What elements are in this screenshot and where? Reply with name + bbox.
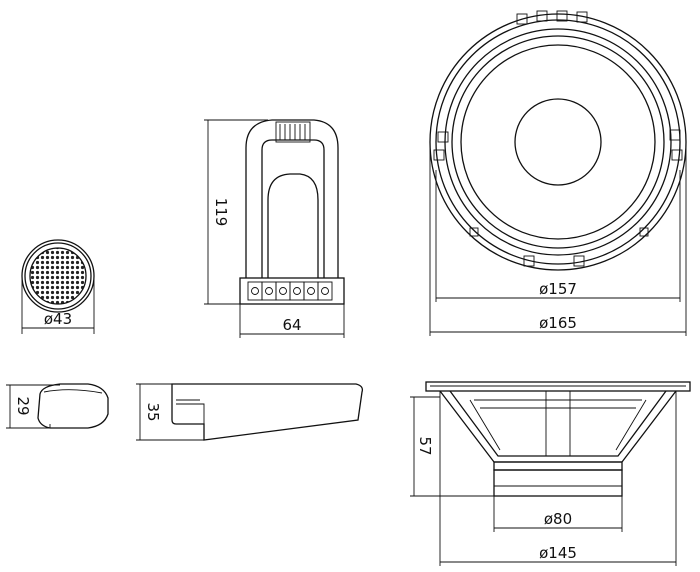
woofer-front-view [429,10,687,271]
crossover-depth-label: 35 [144,402,162,421]
tweeter-height-label: 29 [14,396,32,415]
woofer-outer-diameter-label: ø165 [539,314,577,332]
crossover-height-label: 119 [212,198,230,227]
tweeter-height-dimension: 29 [6,384,60,429]
crossover-vent [275,121,311,143]
tweeter-diameter-label: ø43 [44,310,72,328]
mount-diameter-label: ø145 [539,544,577,562]
crossover-front-view [239,119,345,305]
woofer-inner-diameter-label: ø157 [539,280,577,298]
crossover-terminal-block [247,281,333,301]
woofer-depth-label: 57 [416,436,434,455]
woofer-side-view [425,381,691,497]
woofer-inner-diameter-dimension: ø157 [435,170,681,302]
crossover-width-label: 64 [282,316,301,334]
woofer-depth-dimension: 57 [410,396,494,497]
woofer-mounting-tabs [433,10,683,267]
crossover-width-dimension: 64 [239,304,345,338]
tweeter-diameter-dimension: ø43 [21,278,95,334]
tweeter-side-view [37,383,109,429]
woofer-magnet-diameter-dimension: ø80 [493,496,623,532]
tweeter-front-view [21,239,95,313]
crossover-height-dimension: 119 [204,119,268,305]
crossover-side-view [171,383,364,441]
woofer-outer-diameter-dimension: ø165 [429,142,687,336]
woofer-mount-diameter-dimension: ø145 [439,391,677,566]
crossover-depth-dimension: 35 [136,383,204,441]
magnet-diameter-label: ø80 [544,510,572,528]
